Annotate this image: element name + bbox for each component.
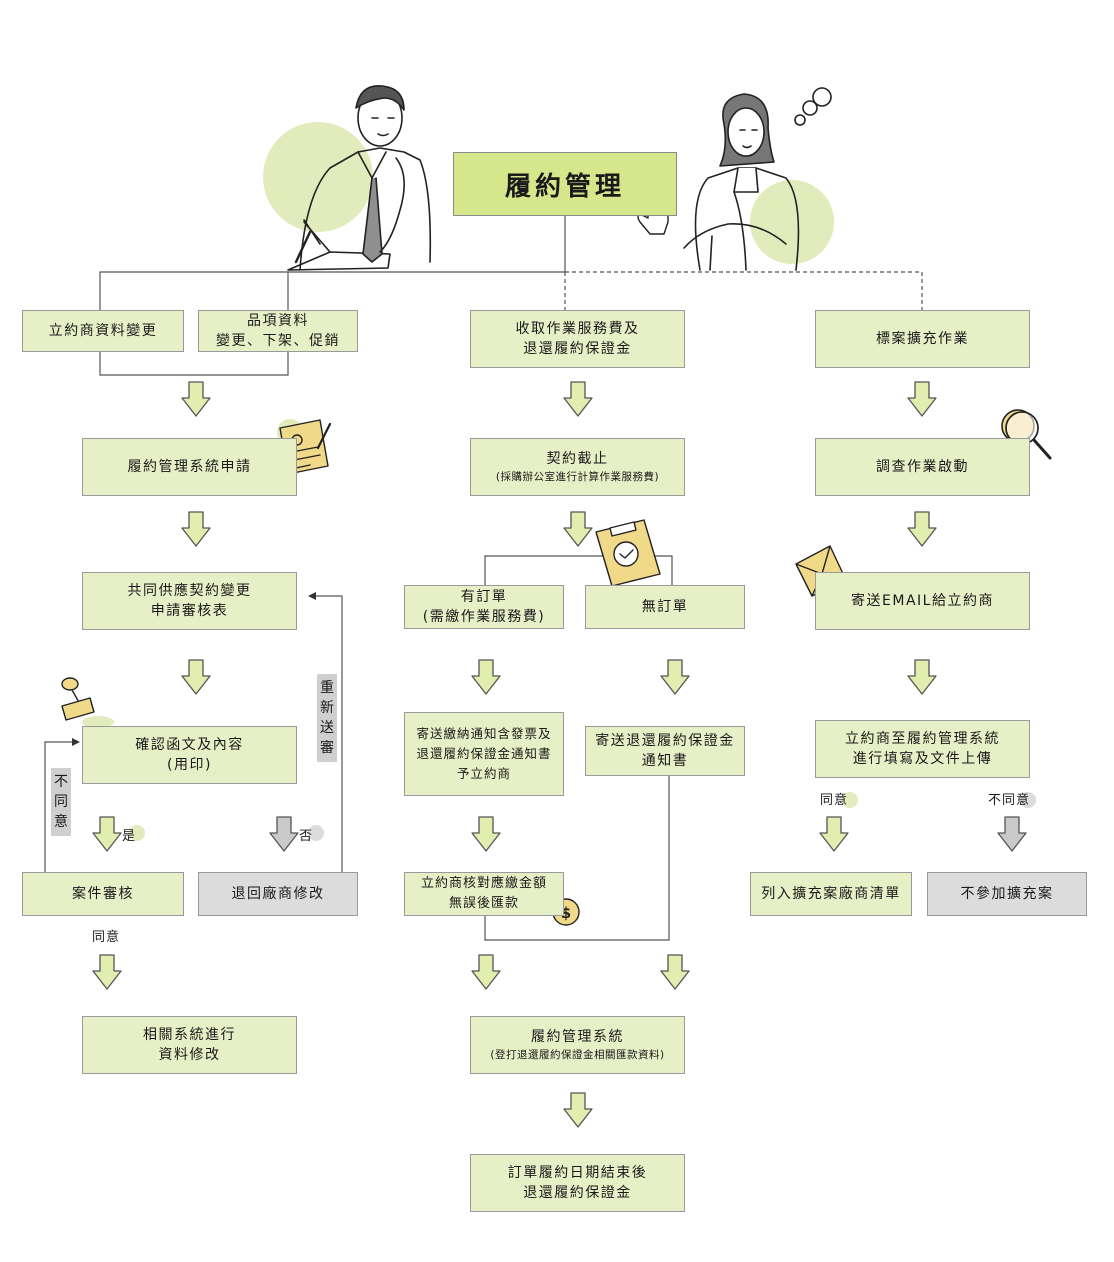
verify-line1: 立約商核對應繳金額 [420,876,547,891]
review-form-box: 共同供應契約變更 申請審核表 [82,572,297,630]
resubmit-char: 新 [320,700,334,716]
has-order-line2: (需繳作業服務費) [422,609,546,625]
resubmit-char: 審 [320,740,334,756]
item-change-line1: 品項資料 [247,313,309,329]
not-participate-box: 不參加擴充案 [927,872,1087,916]
agree-label-left: 同意 [92,930,121,945]
no-order-box: 無訂單 [585,585,745,629]
contract-end-sub: (採購辦公室進行計算作業服務費) [495,471,660,483]
disagree-char: 不 [54,774,68,790]
svg-text:$: $ [561,904,571,922]
system-record-box: 履約管理系統 (登打退還履約保證金相關匯款資料) [470,1016,685,1074]
disagree-vertical-label: 不 同 意 [51,768,71,836]
fee-collection-box: 收取作業服務費及 退還履約保證金 [470,310,685,368]
resubmit-char: 送 [320,720,334,736]
verify-line2: 無誤後匯款 [448,896,519,911]
yes-label: 是 [122,829,137,844]
send-notice-box: 寄送繳納通知含發票及 退還履約保證金通知書 予立約商 [404,712,564,796]
businessman-illustration [287,85,432,271]
confirm-line1: 確認函文及內容 [135,737,244,753]
vendor-data-change-box: 立約商資料變更 [22,310,184,352]
disagree-char: 同 [54,794,68,810]
investigation-label: 調查作業啟動 [876,459,969,475]
send-return-line1: 寄送退還履約保證金 [595,733,735,749]
disagree-label-right: 不同意 [988,793,1031,808]
return-vendor-label: 退回廠商修改 [231,886,325,902]
system-apply-label: 履約管理系統申請 [127,459,252,475]
send-return-notice-box: 寄送退還履約保證金 通知書 [585,726,745,776]
fee-line2: 退還履約保證金 [523,341,632,357]
review-form-line2: 申請審核表 [150,603,229,619]
send-notice-line1: 寄送繳納通知含發票及 [416,726,552,741]
vendor-fill-line2: 進行填寫及文件上傳 [852,751,993,767]
case-review-box: 案件審核 [22,872,184,916]
resubmit-char: 重 [320,680,334,696]
disagree-char: 意 [54,814,68,830]
system-modify-box: 相關系統進行 資料修改 [82,1016,297,1074]
expansion-box: 標案擴充作業 [815,310,1030,368]
expansion-label: 標案擴充作業 [876,331,969,347]
rubber-stamp-icon [61,677,114,728]
system-record-sub: (登打退還履約保證金相關匯款資料) [490,1049,665,1061]
system-modify-line1: 相關系統進行 [143,1027,236,1043]
item-data-change-box: 品項資料 變更、下架、促銷 [198,310,358,352]
send-email-label: 寄送EMAIL給立約商 [851,593,994,609]
final-return-box: 訂單履約日期結束後 退還履約保證金 [470,1154,685,1212]
vendor-data-change-label: 立約商資料變更 [48,323,158,339]
system-apply-box: 履約管理系統申請 [82,438,297,496]
has-order-box: 有訂單 (需繳作業服務費) [404,585,564,629]
has-order-line1: 有訂單 [460,589,508,605]
final-line2: 退還履約保證金 [523,1185,632,1201]
fee-line1: 收取作業服務費及 [515,321,640,337]
send-notice-line2: 退還履約保證金通知書 [416,746,552,761]
vendor-fill-line1: 立約商至履約管理系統 [845,731,1000,747]
send-notice-line3: 予立約商 [456,766,511,781]
investigation-box: 調查作業啟動 [815,438,1030,496]
thinking-woman-illustration [683,87,832,271]
magnifier-icon [1001,409,1052,460]
system-record-label: 履約管理系統 [531,1029,624,1045]
no-order-label: 無訂單 [641,599,689,615]
case-review-label: 案件審核 [72,886,134,902]
not-participate-label: 不參加擴充案 [960,886,1054,902]
page-title: 履約管理 [453,152,677,216]
contract-end-label: 契約截止 [546,451,609,467]
contract-end-box: 契約截止 (採購辦公室進行計算作業服務費) [470,438,685,496]
review-form-line1: 共同供應契約變更 [127,583,252,599]
confirm-document-box: 確認函文及內容 (用印) [82,726,297,784]
return-vendor-box: 退回廠商修改 [198,872,358,916]
send-email-box: 寄送EMAIL給立約商 [815,572,1030,630]
agree-label-right: 同意 [820,793,849,808]
system-modify-line2: 資料修改 [158,1047,221,1063]
vendor-fill-box: 立約商至履約管理系統 進行填寫及文件上傳 [815,720,1030,778]
resubmit-label: 重 新 送 審 [317,674,337,762]
final-line1: 訂單履約日期結束後 [507,1165,648,1181]
confirm-line2: (用印) [167,757,212,773]
include-list-box: 列入擴充案廠商清單 [750,872,912,916]
bg-circle-left [263,122,373,232]
send-return-line2: 通知書 [641,753,689,769]
vendor-verify-box: 立約商核對應繳金額 無誤後匯款 [404,872,564,916]
include-list-label: 列入擴充案廠商清單 [761,886,901,902]
clipboard-check-icon [595,519,661,587]
bg-circle-right [750,180,834,264]
item-change-line2: 變更、下架、促銷 [216,333,340,349]
no-label: 否 [299,829,314,844]
